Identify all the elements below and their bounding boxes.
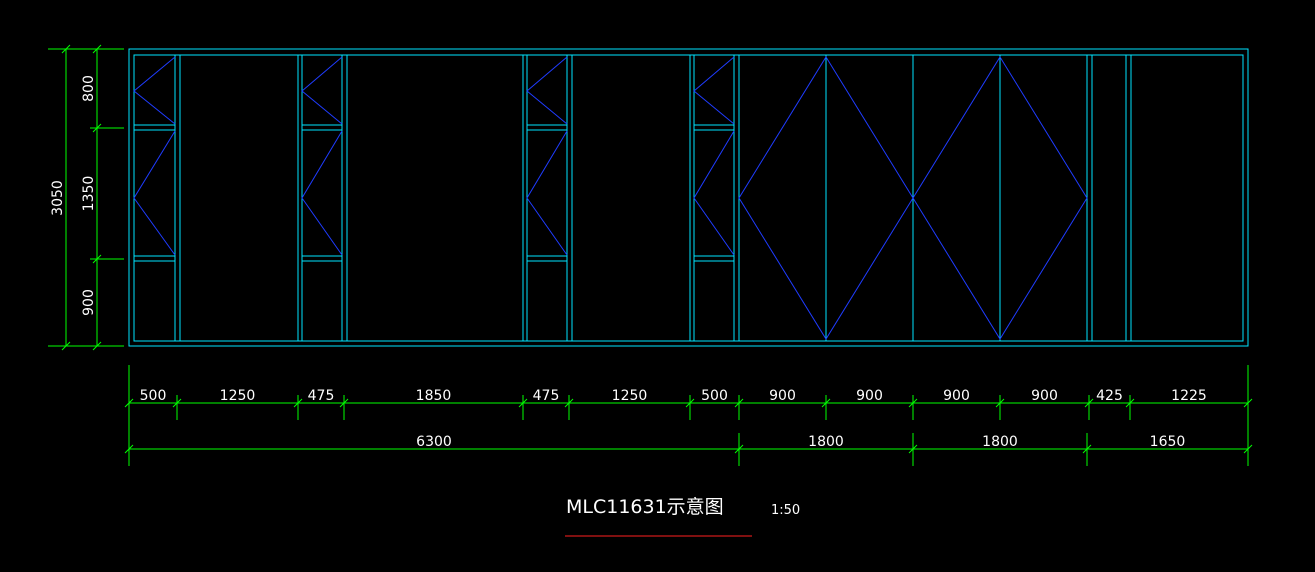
dimension-tick: [339, 398, 349, 408]
dimension-label: 6300: [416, 434, 452, 450]
dimension-tick: [1243, 444, 1253, 454]
opening-indicator: [693, 56, 735, 125]
dimension-label: 500: [701, 388, 728, 404]
dimension-label: 475: [308, 388, 335, 404]
opening-indicator: [133, 56, 176, 125]
dimension-tick: [1125, 398, 1135, 408]
dimension-label: 1225: [1171, 388, 1207, 404]
opening-indicator: [693, 130, 735, 256]
dimension-label: 1250: [220, 388, 256, 404]
dimension-tick: [92, 44, 102, 54]
dimension-tick: [685, 398, 695, 408]
dimension-labels: 500 1250 475 1850 475 1250 500 900 900 900 900 425 1…: [50, 75, 1207, 450]
opening-indicator: [526, 56, 568, 125]
dimension-tick: [1082, 444, 1092, 454]
outer-frame: [128, 48, 1249, 347]
dimension-label: 1650: [1150, 434, 1186, 450]
dimension-label: 1800: [982, 434, 1018, 450]
dimension-tick: [734, 398, 744, 408]
opening-indicator: [301, 56, 343, 125]
dimension-tick: [124, 444, 134, 454]
dimension-label: 425: [1096, 388, 1123, 404]
dimension-label: 900: [769, 388, 796, 404]
opening-indicator: [301, 130, 343, 256]
dimension-tick: [61, 44, 71, 54]
transoms: [134, 124, 734, 262]
dimension-tick: [293, 398, 303, 408]
dimension-tick: [92, 123, 102, 133]
dimension-label: 1250: [612, 388, 648, 404]
dimension-lines: [48, 44, 1253, 466]
opening-indicator: [526, 130, 568, 256]
dimension-label: 900: [856, 388, 883, 404]
dimension-tick: [734, 444, 744, 454]
dimension-tick: [908, 398, 918, 408]
dimension-tick: [908, 444, 918, 454]
dimension-label: 500: [140, 388, 167, 404]
drawing-scale: 1:50: [771, 503, 800, 518]
dimension-tick: [124, 398, 134, 408]
dimension-tick: [821, 398, 831, 408]
dimension-tick: [1084, 398, 1094, 408]
dimension-tick: [61, 341, 71, 351]
opening-indicators: [133, 56, 1088, 340]
opening-indicator: [912, 56, 1088, 340]
opening-indicator: [133, 130, 176, 256]
dimension-tick: [518, 398, 528, 408]
dimension-label: 475: [533, 388, 560, 404]
dimension-label: 800: [81, 75, 97, 102]
dimension-tick: [92, 254, 102, 264]
dimension-label: 900: [943, 388, 970, 404]
dimension-label: 1350: [81, 176, 97, 212]
dimension-tick: [995, 398, 1005, 408]
dimension-tick: [172, 398, 182, 408]
opening-indicator: [738, 56, 914, 340]
window-frame: [128, 48, 1249, 347]
dimension-label: 900: [81, 289, 97, 316]
dimension-tick: [92, 341, 102, 351]
dimension-label: 1850: [416, 388, 452, 404]
dimension-label: 900: [1031, 388, 1058, 404]
dimension-tick: [564, 398, 574, 408]
drawing-title: MLC11631示意图: [566, 496, 724, 518]
dimension-tick: [1243, 398, 1253, 408]
dimension-label: 1800: [808, 434, 844, 450]
inner-frame: [133, 54, 1244, 342]
dimension-label: 3050: [50, 180, 66, 216]
